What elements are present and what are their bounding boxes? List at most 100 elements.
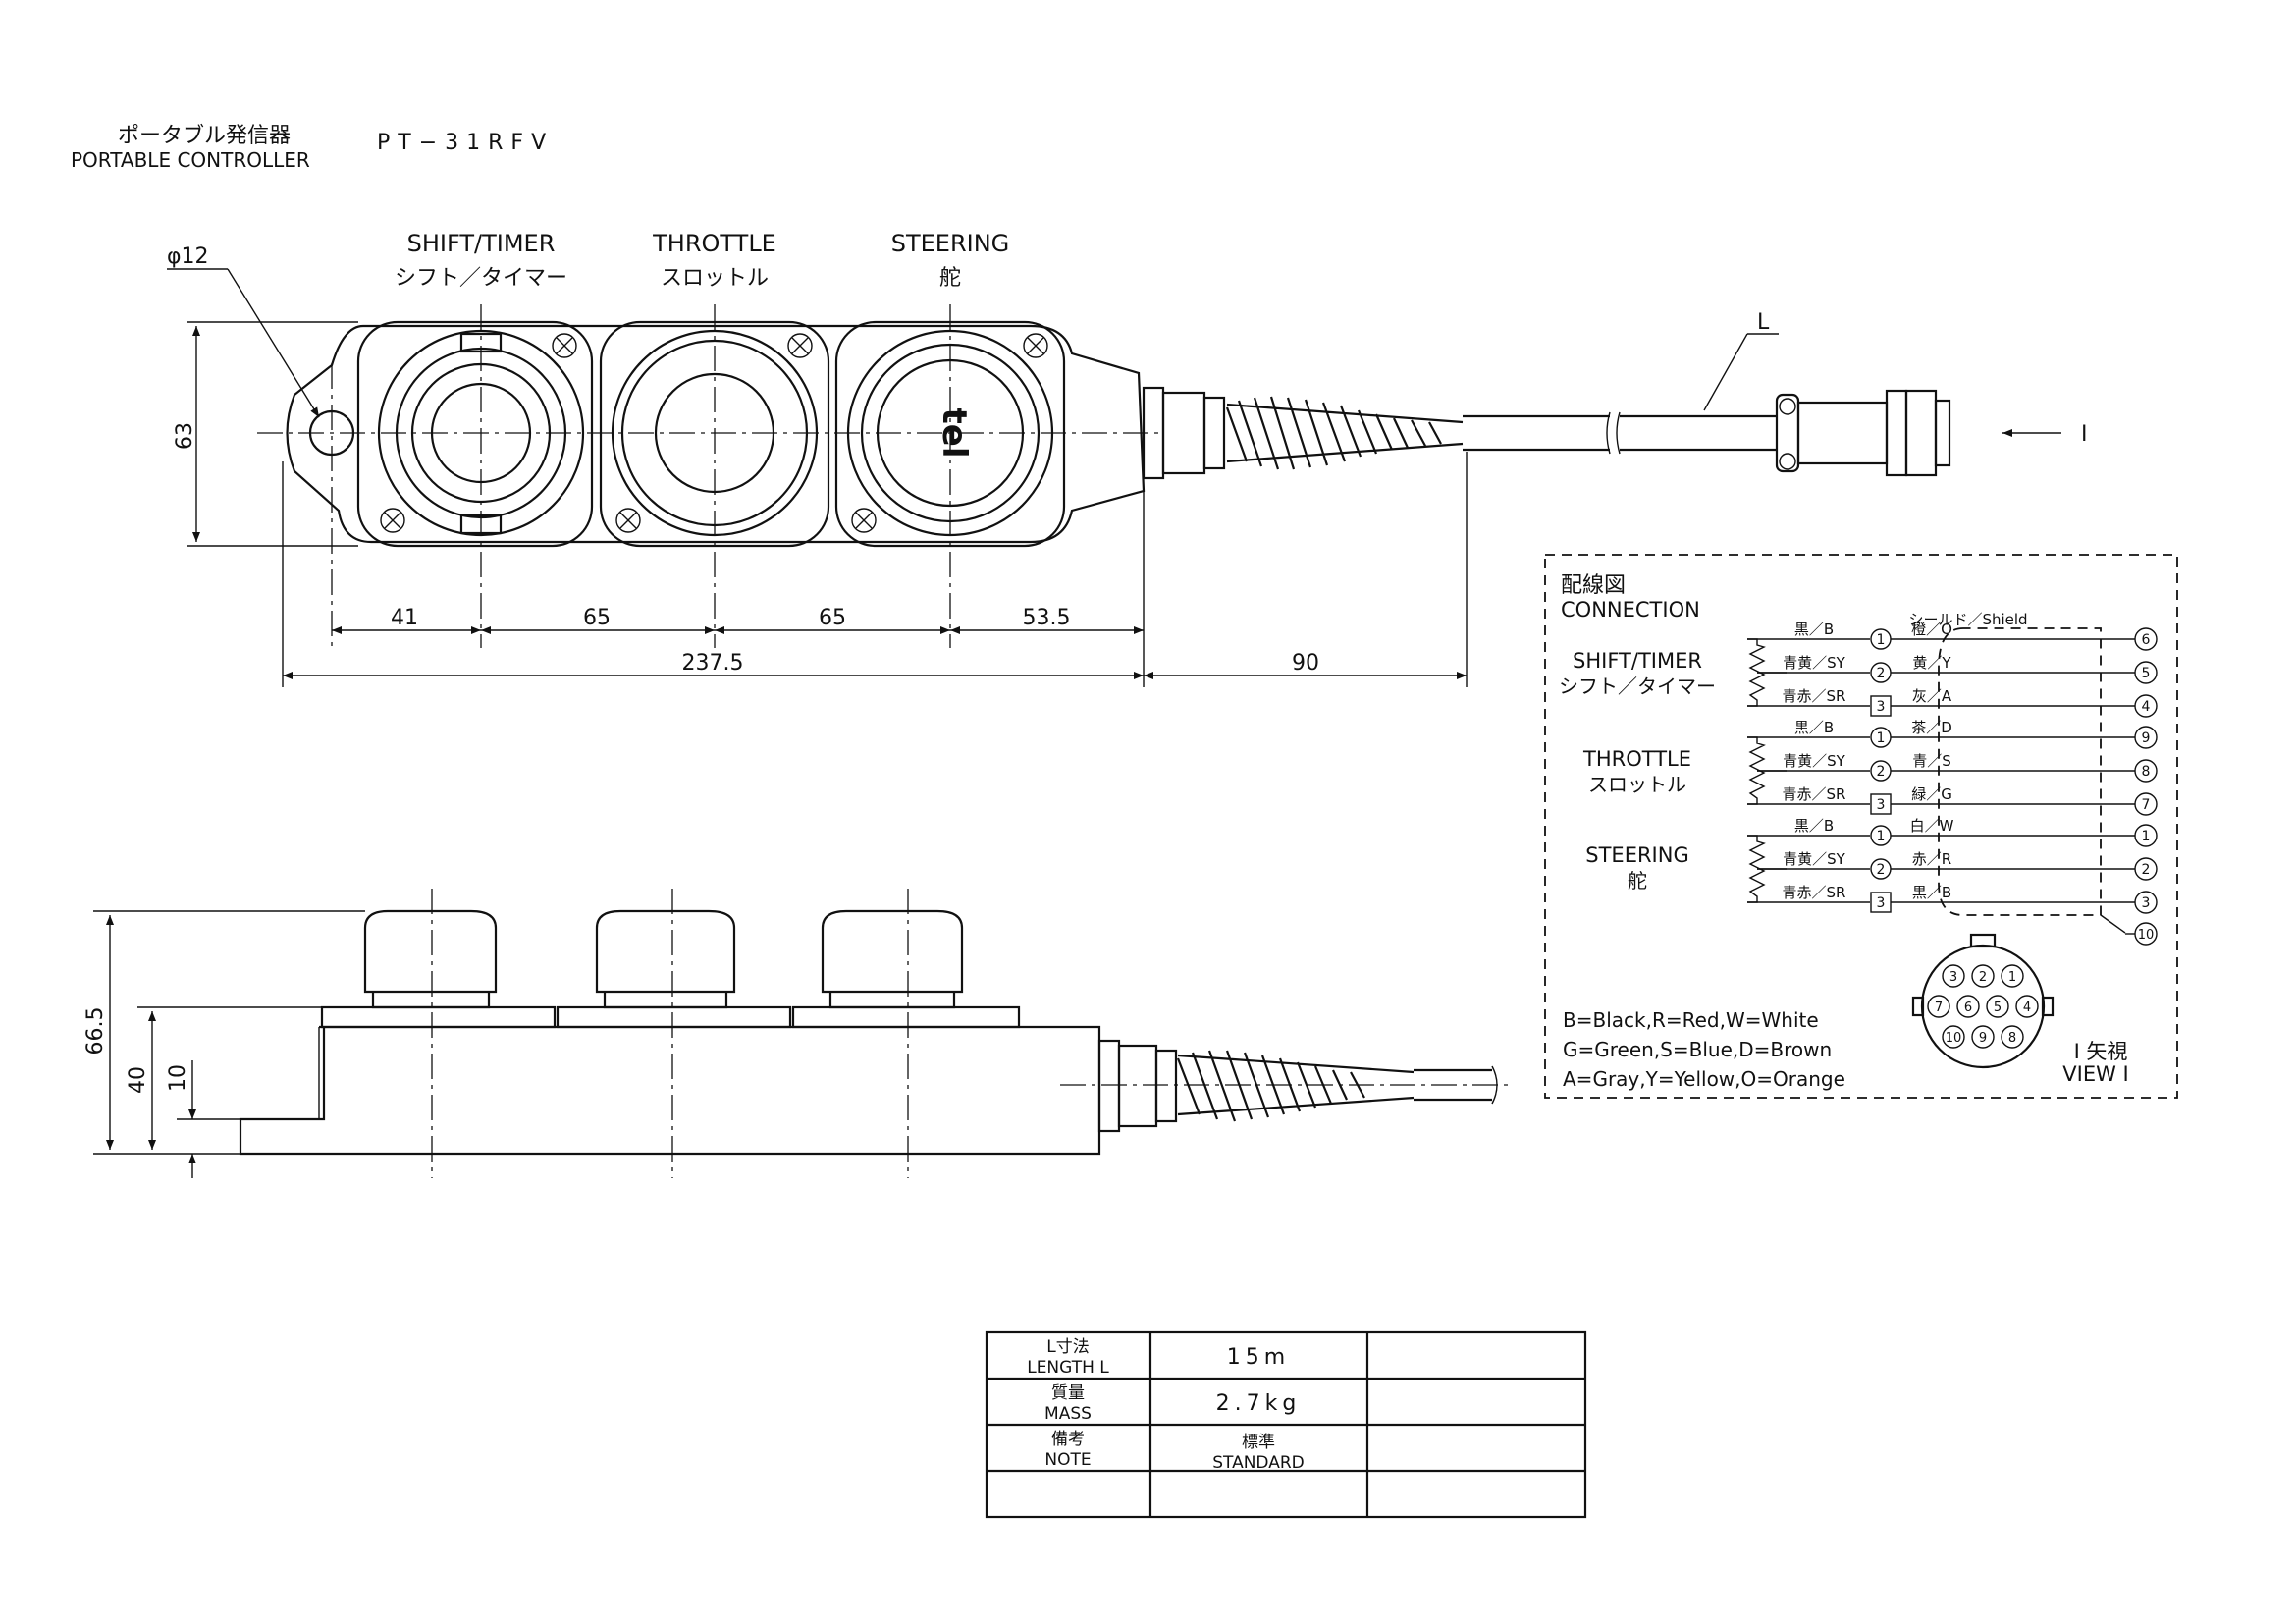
mounting-hole [308,409,355,457]
wire-rows: 黒／B1橙／O6青黄／SY2黄／Y5青赤／SR3灰／A4黒／B1茶／D9青黄／S… [1747,621,2158,946]
spec-value-note-jp: 標準 [1242,1433,1275,1452]
wire-color-right: 黒／B [1912,884,1951,901]
connector-pin-icon [2134,857,2158,881]
potentiometer-icon [1747,736,1766,805]
connector-face-pin [1986,995,2009,1018]
terminal-number: 3 [1877,699,1886,715]
wire-color-left: 青黄／SY [1783,654,1846,672]
connector-face-pin-number: 2 [1979,970,1987,985]
shift-knob-cap [430,382,532,484]
cable-length-label: L [1757,310,1770,335]
label-throttle-en: THROTTLE [652,230,776,257]
wire-color-right: 緑／G [1911,785,1952,803]
label-steering-en: STEERING [891,230,1010,257]
connector-face-pin [2001,1025,2024,1049]
spec-label-note-en: NOTE [1044,1450,1091,1470]
wire-color-left: 黒／B [1794,817,1834,835]
group-label-throttle-jp: スロットル [1588,773,1686,796]
dim-41-text: 41 [391,606,418,630]
spec-label-length-en: LENGTH L [1027,1358,1109,1378]
gland-body [1161,391,1206,475]
terminal-number: 2 [1877,862,1886,878]
label-shift-timer-en: SHIFT/TIMER [407,230,556,257]
screw-icon [851,508,877,533]
wire-color-right: 青／S [1912,752,1951,770]
view-label-jp: I 矢視 [2074,1040,2128,1063]
connector-pin-icon [2134,661,2158,684]
side-plate-2 [556,1005,792,1029]
label-shift-timer-jp: シフト／タイマー [395,266,567,291]
throttle-cap [654,372,775,494]
label-steering-jp: 舵 [939,266,961,291]
side-plate-3 [791,1005,1021,1029]
potentiometer-icon [1747,638,1766,707]
side-gland-body [1117,1044,1158,1128]
plug-coupling [1885,389,1908,477]
view-arrow-label: I [2081,422,2088,447]
connector-plug [1775,389,1951,477]
throttle-ring [620,339,809,527]
side-view: 66.5 40 10 [83,889,1512,1178]
shield-pin-number: 10 [2138,928,2155,943]
wire-color-right: 橙／O [1911,621,1952,638]
throttle-outer [611,329,819,537]
connector-face-pin-number: 3 [1949,970,1957,985]
pot-arm [1747,835,1757,903]
connector-pin-icon [2134,726,2158,749]
connector-face-pin [1927,995,1950,1018]
spec-value-note-en: STANDARD [1212,1453,1305,1473]
connector-face-pin [2001,964,2024,988]
shift-dial-ring [410,362,552,504]
legend-line-2: G=Green,S=Blue,D=Brown [1563,1038,1832,1061]
length-leader [1703,333,1748,411]
terminal-number: 3 [1877,895,1886,911]
dim-height-63-text: 63 [173,422,197,450]
connector-face-pin-number: 9 [1979,1031,1987,1046]
terminal-number: 1 [1877,829,1886,844]
spec-table: L寸法 LENGTH L 15m 質量 MASS 2.7kg 備考 NOTE 標… [985,1330,1587,1519]
dim-40-text: 40 [126,1066,150,1094]
steering-scale [860,343,1041,523]
shift-dial-outer [377,329,585,537]
dim-65-b-text: 65 [819,606,846,630]
connector-lug-left [1911,996,1925,1017]
connector-pin-number: 7 [2142,797,2151,813]
spec-value-mass: 2.7kg [1216,1391,1302,1416]
spec-label-mass-en: MASS [1044,1404,1092,1424]
terminal-number: 1 [1877,632,1886,648]
brand-logo: tel [934,408,974,459]
connector-key [1969,933,1997,948]
cable-gland-top [1142,386,1777,480]
connector-face-pin [1971,1025,1995,1049]
terminal-number: 3 [1877,797,1886,813]
screw-heads [380,333,1048,533]
spec-value-length: 15m [1227,1345,1290,1370]
dim-237-5-text: 237.5 [682,651,744,676]
group-label-shift-en: SHIFT/TIMER [1573,649,1702,673]
title-jp: ポータブル発信器 [118,124,291,148]
drawing-title: ポータブル発信器 PORTABLE CONTROLLER PT−31RFV [71,124,546,172]
connector-pin-number: 3 [2142,895,2151,911]
view-label-en: VIEW I [2062,1062,2128,1086]
wire-color-left: 黒／B [1794,621,1834,638]
dim-10-text: 10 [166,1064,190,1092]
connector-face-pin-number: 1 [2008,970,2016,985]
screw-icon [615,508,641,533]
group-label-steering-jp: 舵 [1628,869,1647,893]
housing-outline [286,324,1146,544]
strain-relief-spring [1225,396,1464,470]
hole-leader [227,268,320,418]
connector-face-pin [1971,964,1995,988]
connector-pin-number: 8 [2142,764,2151,780]
dim-90-text: 90 [1292,651,1319,676]
spec-label-mass-jp: 質量 [1051,1383,1085,1403]
side-cable-break [1491,1065,1498,1105]
connector-lug-right [2041,996,2055,1017]
wire-color-right: 黄／Y [1912,654,1951,672]
connector-pin-icon [2134,694,2158,718]
side-gland-nut [1097,1039,1121,1133]
shield-label: シールド／Shield [1908,611,2027,628]
connector-pin-icon [2134,759,2158,783]
shield-drain [2100,914,2126,934]
